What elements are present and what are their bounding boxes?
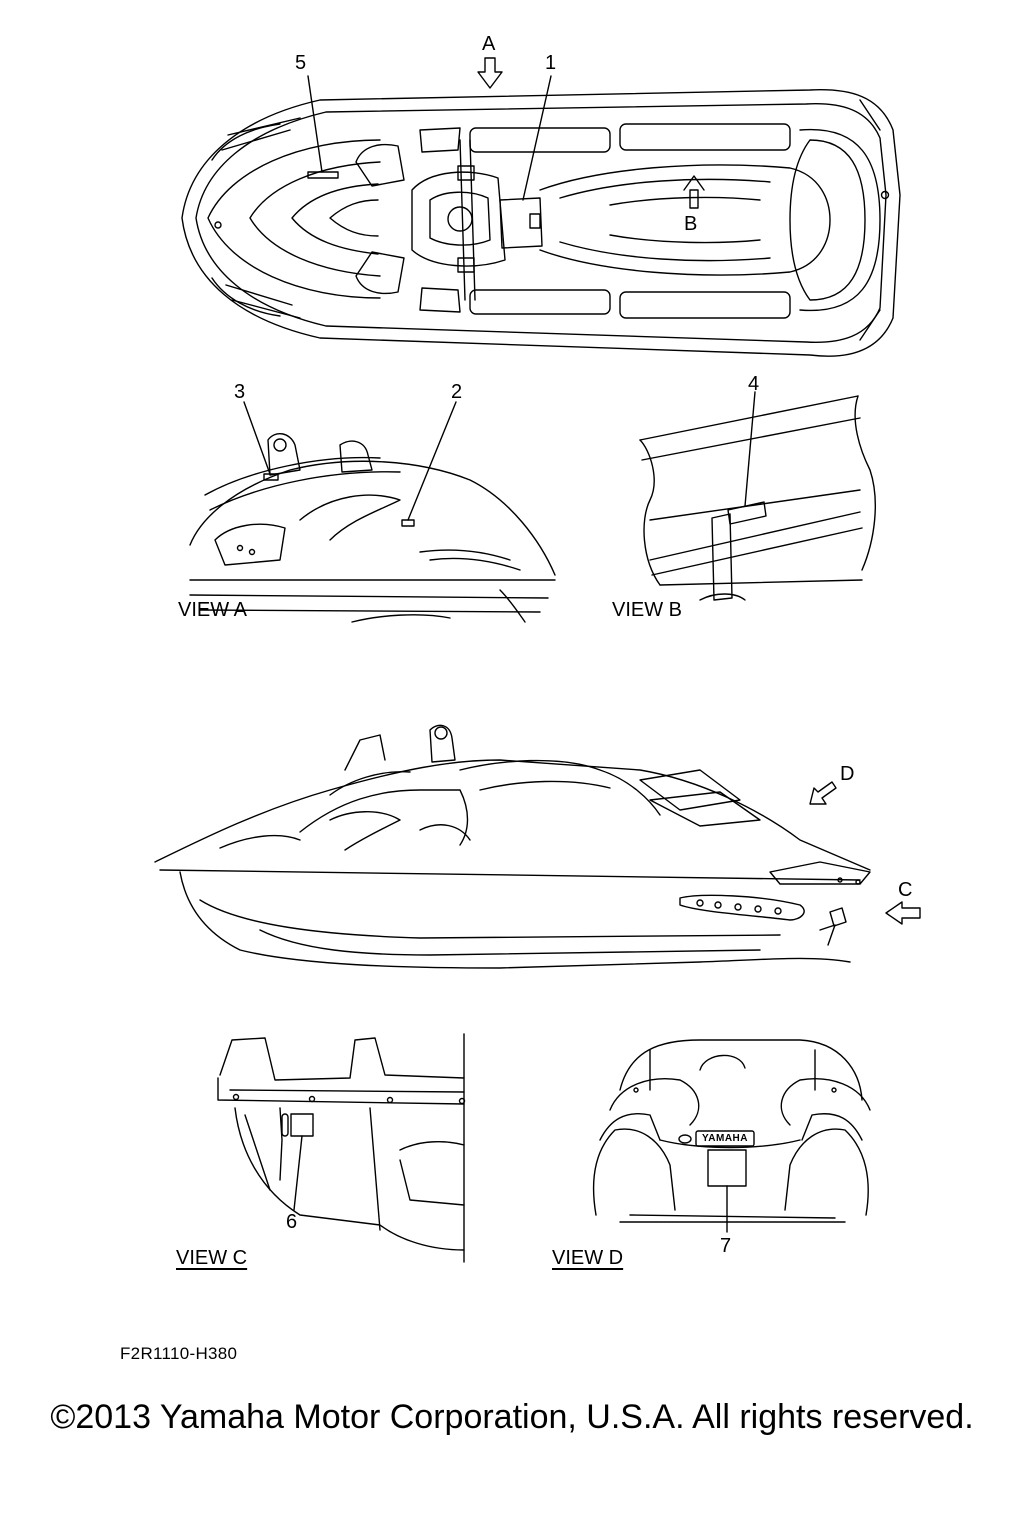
- decal-2: [401, 519, 415, 527]
- view-a-drawing: [189, 433, 556, 623]
- view-marker-b: B: [684, 213, 698, 235]
- decal-6: [290, 1113, 314, 1137]
- callout-4: 4: [748, 373, 760, 395]
- leader-6: [293, 1135, 303, 1211]
- leader-1: [522, 75, 552, 201]
- view-d-title: VIEW D: [552, 1247, 624, 1269]
- view-d-arrow: [809, 781, 837, 805]
- view-d-drawing: [592, 1039, 871, 1223]
- leader-3: [243, 401, 271, 475]
- view-c-arrow: [885, 901, 921, 925]
- diagram-code: F2R1110-H380: [120, 1344, 238, 1363]
- callout-3: 3: [234, 381, 246, 403]
- view-marker-d: D: [840, 763, 855, 785]
- callout-5: 5: [295, 52, 307, 74]
- view-a-title: VIEW A: [178, 599, 247, 621]
- callout-2: 2: [451, 381, 463, 403]
- decal-3: [263, 473, 279, 481]
- yamaha-badge: YAMAHA: [702, 1133, 748, 1144]
- leader-4: [744, 391, 756, 507]
- side-view-drawing: [154, 724, 871, 969]
- decal-5-top: [307, 171, 339, 179]
- callout-7: 7: [720, 1235, 732, 1257]
- view-c-title: VIEW C: [176, 1247, 248, 1269]
- leader-2: [407, 401, 457, 521]
- yamaha-badge-frame: [695, 1130, 755, 1147]
- view-c-drawing: [217, 1033, 466, 1263]
- view-b-arrow: [683, 175, 705, 209]
- view-marker-a: A: [482, 33, 496, 55]
- callout-1: 1: [545, 52, 557, 74]
- decal-7: [707, 1149, 747, 1187]
- copyright-notice: ©2013 Yamaha Motor Corporation, U.S.A. A…: [50, 1398, 974, 1436]
- view-b-drawing: [639, 395, 876, 601]
- view-marker-c: C: [898, 879, 913, 901]
- leader-5: [307, 75, 323, 173]
- decal-4: [727, 501, 767, 525]
- top-view-hull: [181, 89, 901, 357]
- view-a-arrow: [477, 57, 503, 89]
- callout-6: 6: [286, 1211, 298, 1233]
- view-b-title: VIEW B: [612, 599, 683, 621]
